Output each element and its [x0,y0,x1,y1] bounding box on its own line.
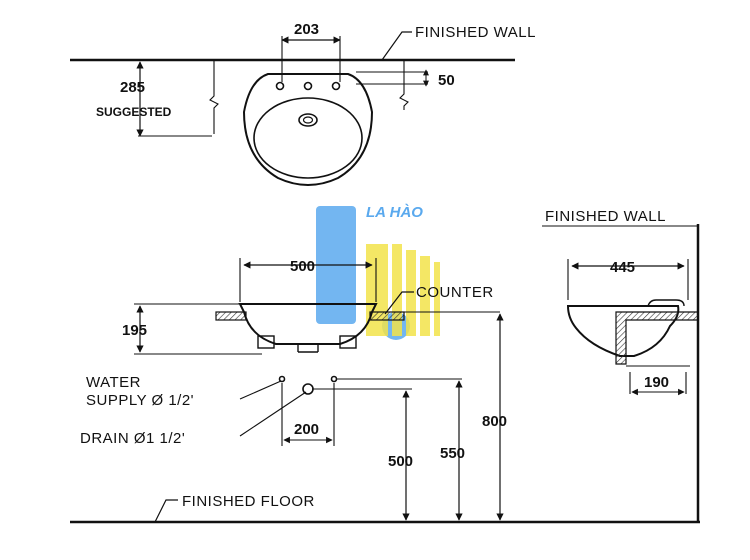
water-supply-left [278,375,286,383]
counter-left [215,311,247,321]
top-wall-leader [381,31,412,61]
front-view [70,258,700,524]
water-supply-label-2: SUPPLY Ø 1/2' [86,392,194,409]
dim-200-label: 200 [294,421,319,438]
dim-800-label: 800 [482,413,507,430]
dim-550-label: 550 [440,445,465,462]
drain-leader [239,391,307,437]
water-supply-label-1: WATER [86,374,141,391]
supply-leader [239,380,282,400]
counter-label: COUNTER [416,284,494,301]
dim-190-label: 190 [644,374,669,391]
top-basin-outer [242,73,374,186]
faucet-hole-center [303,81,313,91]
side-counter [615,311,699,365]
dim-500-height-label: 500 [388,453,413,470]
counter-leader [384,291,414,315]
dim-445-label: 445 [610,259,635,276]
water-supply-right [330,375,338,383]
floor-leader [154,499,178,523]
top-view [70,31,515,186]
dim-50-label: 50 [438,72,455,89]
dim-195-label: 195 [122,322,147,339]
top-wall-label: FINISHED WALL [415,24,536,41]
top-basin-bowl [253,97,363,179]
dim-500-width-label: 500 [290,258,315,275]
faucet-hole-left [275,81,285,91]
overflow-hole [298,113,318,127]
dim-203-label: 203 [294,21,319,38]
faucet-hole-right [331,81,341,91]
drain-label: DRAIN Ø1 1/2' [80,430,185,447]
floor-label: FINISHED FLOOR [182,493,315,510]
counter-right [369,311,405,321]
side-view [542,224,700,522]
watermark-text: LA HÀO [366,204,423,221]
side-wall-label: FINISHED WALL [545,208,666,225]
dim-285-label: 285 [120,79,145,96]
suggested-label: SUGGESTED [96,105,172,119]
